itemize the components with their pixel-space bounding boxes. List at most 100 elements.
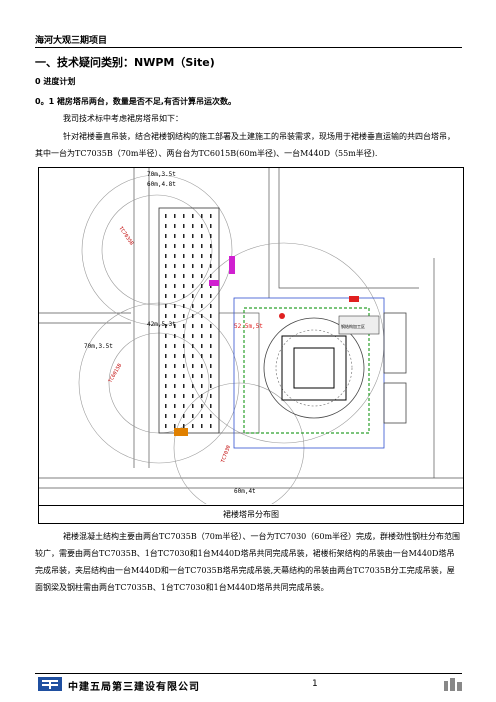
- column-mark: [165, 224, 167, 228]
- column-mark: [192, 214, 194, 218]
- column-mark: [201, 234, 203, 238]
- column-mark: [210, 424, 212, 428]
- column-mark: [210, 344, 212, 348]
- column-mark: [210, 214, 212, 218]
- column-mark: [192, 424, 194, 428]
- column-mark: [183, 364, 185, 368]
- column-mark: [210, 404, 212, 408]
- column-mark: [183, 284, 185, 288]
- column-mark: [192, 404, 194, 408]
- column-mark: [174, 414, 176, 418]
- column-mark: [183, 244, 185, 248]
- column-mark: [201, 364, 203, 368]
- column-mark: [174, 244, 176, 248]
- column-mark: [201, 214, 203, 218]
- column-mark: [165, 354, 167, 358]
- column-mark: [165, 404, 167, 408]
- column-mark: [174, 404, 176, 408]
- column-mark: [183, 424, 185, 428]
- detail-paragraph: 裙楼混凝土结构主要由两台TC7035B（70m半径）、一台为TC7030（60m…: [35, 532, 461, 592]
- column-mark: [210, 264, 212, 268]
- column-mark: [174, 364, 176, 368]
- column-mark: [174, 284, 176, 288]
- column-mark: [183, 274, 185, 278]
- column-mark: [201, 304, 203, 308]
- column-mark: [174, 324, 176, 328]
- column-mark: [210, 364, 212, 368]
- column-mark: [174, 354, 176, 358]
- column-mark: [210, 294, 212, 298]
- column-mark: [183, 384, 185, 388]
- column-mark: [210, 314, 212, 318]
- column-mark: [183, 264, 185, 268]
- column-mark: [210, 224, 212, 228]
- column-mark: [210, 234, 212, 238]
- section-subtitle: 0 进度计划: [35, 77, 76, 86]
- column-mark: [183, 324, 185, 328]
- site-plan-drawing: TC7035B TC6015B TC7030 70m,3.5t 60m,4.8t…: [39, 168, 463, 514]
- column-mark: [210, 304, 212, 308]
- column-mark: [192, 274, 194, 278]
- column-mark: [165, 414, 167, 418]
- column-mark: [201, 254, 203, 258]
- column-mark: [192, 264, 194, 268]
- column-mark: [192, 224, 194, 228]
- column-mark: [174, 214, 176, 218]
- column-mark: [192, 364, 194, 368]
- building-logo-icon: [444, 678, 462, 691]
- column-mark: [183, 394, 185, 398]
- column-mark: [192, 234, 194, 238]
- column-mark: [192, 384, 194, 388]
- column-mark: [210, 244, 212, 248]
- column-mark: [201, 414, 203, 418]
- column-mark: [183, 254, 185, 258]
- crane-label-1: TC7035B: [117, 226, 134, 247]
- column-mark: [210, 354, 212, 358]
- column-mark: [201, 284, 203, 288]
- column-mark: [174, 394, 176, 398]
- column-mark: [174, 314, 176, 318]
- radius-label-top-1: 70m,3.5t: [147, 171, 176, 178]
- column-mark: [201, 224, 203, 228]
- column-mark: [174, 234, 176, 238]
- crane-label-3: TC7030: [220, 445, 232, 464]
- column-mark: [183, 214, 185, 218]
- column-mark: [192, 374, 194, 378]
- column-mark: [210, 334, 212, 338]
- column-mark: [165, 234, 167, 238]
- column-mark: [201, 264, 203, 268]
- column-mark: [183, 404, 185, 408]
- column-mark: [192, 314, 194, 318]
- column-mark: [174, 374, 176, 378]
- column-mark: [192, 334, 194, 338]
- figure-caption: 裙楼塔吊分布图: [223, 510, 279, 519]
- intro-paragraph: 我司技术标中考虑裙房塔吊如下：: [63, 114, 183, 123]
- radius-label-left: 70m,3.5t: [84, 343, 113, 350]
- radius-label-bottom: 60m,4t: [234, 488, 256, 495]
- column-mark: [165, 244, 167, 248]
- column-mark: [183, 414, 185, 418]
- column-mark: [183, 224, 185, 228]
- column-mark: [210, 254, 212, 258]
- column-mark: [183, 314, 185, 318]
- column-mark: [201, 334, 203, 338]
- column-mark: [165, 294, 167, 298]
- column-mark: [165, 374, 167, 378]
- column-mark: [165, 364, 167, 368]
- header-project-title: 海河大观三期项目: [35, 36, 108, 46]
- crane-layout-figure: TC7035B TC6015B TC7030 70m,3.5t 60m,4.8t…: [38, 167, 464, 524]
- column-mark: [165, 254, 167, 258]
- column-mark: [201, 384, 203, 388]
- column-mark: [201, 374, 203, 378]
- column-mark: [183, 294, 185, 298]
- column-mark: [192, 254, 194, 258]
- column-mark: [174, 264, 176, 268]
- column-mark: [165, 384, 167, 388]
- page-number: 1: [312, 679, 318, 689]
- section-title: 一、技术疑问类别：NWPM（Site): [35, 56, 215, 69]
- column-mark: [201, 244, 203, 248]
- column-mark: [183, 344, 185, 348]
- column-mark: [165, 314, 167, 318]
- column-mark: [210, 324, 212, 328]
- column-mark: [192, 284, 194, 288]
